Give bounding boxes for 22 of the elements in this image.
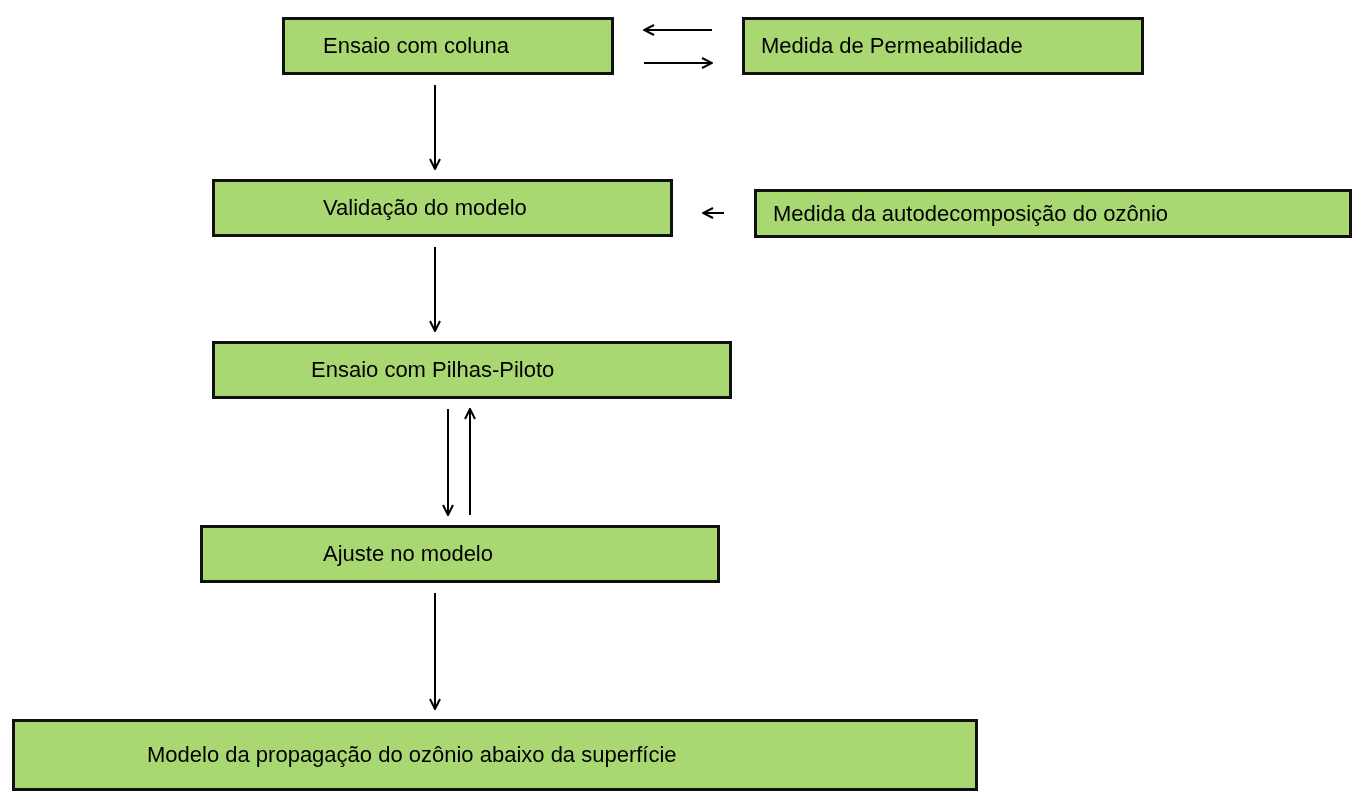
process-box — [212, 341, 732, 399]
arrow — [429, 246, 441, 332]
process-box — [200, 525, 720, 583]
arrow — [442, 408, 454, 516]
arrow — [429, 592, 441, 710]
box-label: Ensaio com Pilhas-Piloto — [311, 357, 555, 383]
box-label: Modelo da propagação do ozônio abaixo da superfície — [147, 742, 677, 768]
box-label: Medida da autodecomposição do ozônio — [773, 200, 1169, 227]
box-label: Ensaio com coluna — [323, 33, 509, 59]
process-box — [754, 189, 1352, 238]
arrow — [643, 24, 713, 36]
arrow — [702, 207, 725, 219]
box-label: Medida de Permeabilidade — [761, 33, 1023, 59]
box-label: Validação do modelo — [323, 195, 527, 221]
process-box — [282, 17, 614, 75]
process-box — [212, 179, 673, 237]
box-label: Ajuste no modelo — [323, 541, 493, 567]
arrow — [464, 408, 476, 516]
arrow — [643, 57, 713, 69]
process-box — [742, 17, 1144, 75]
process-box — [12, 719, 978, 791]
arrow — [429, 84, 441, 170]
